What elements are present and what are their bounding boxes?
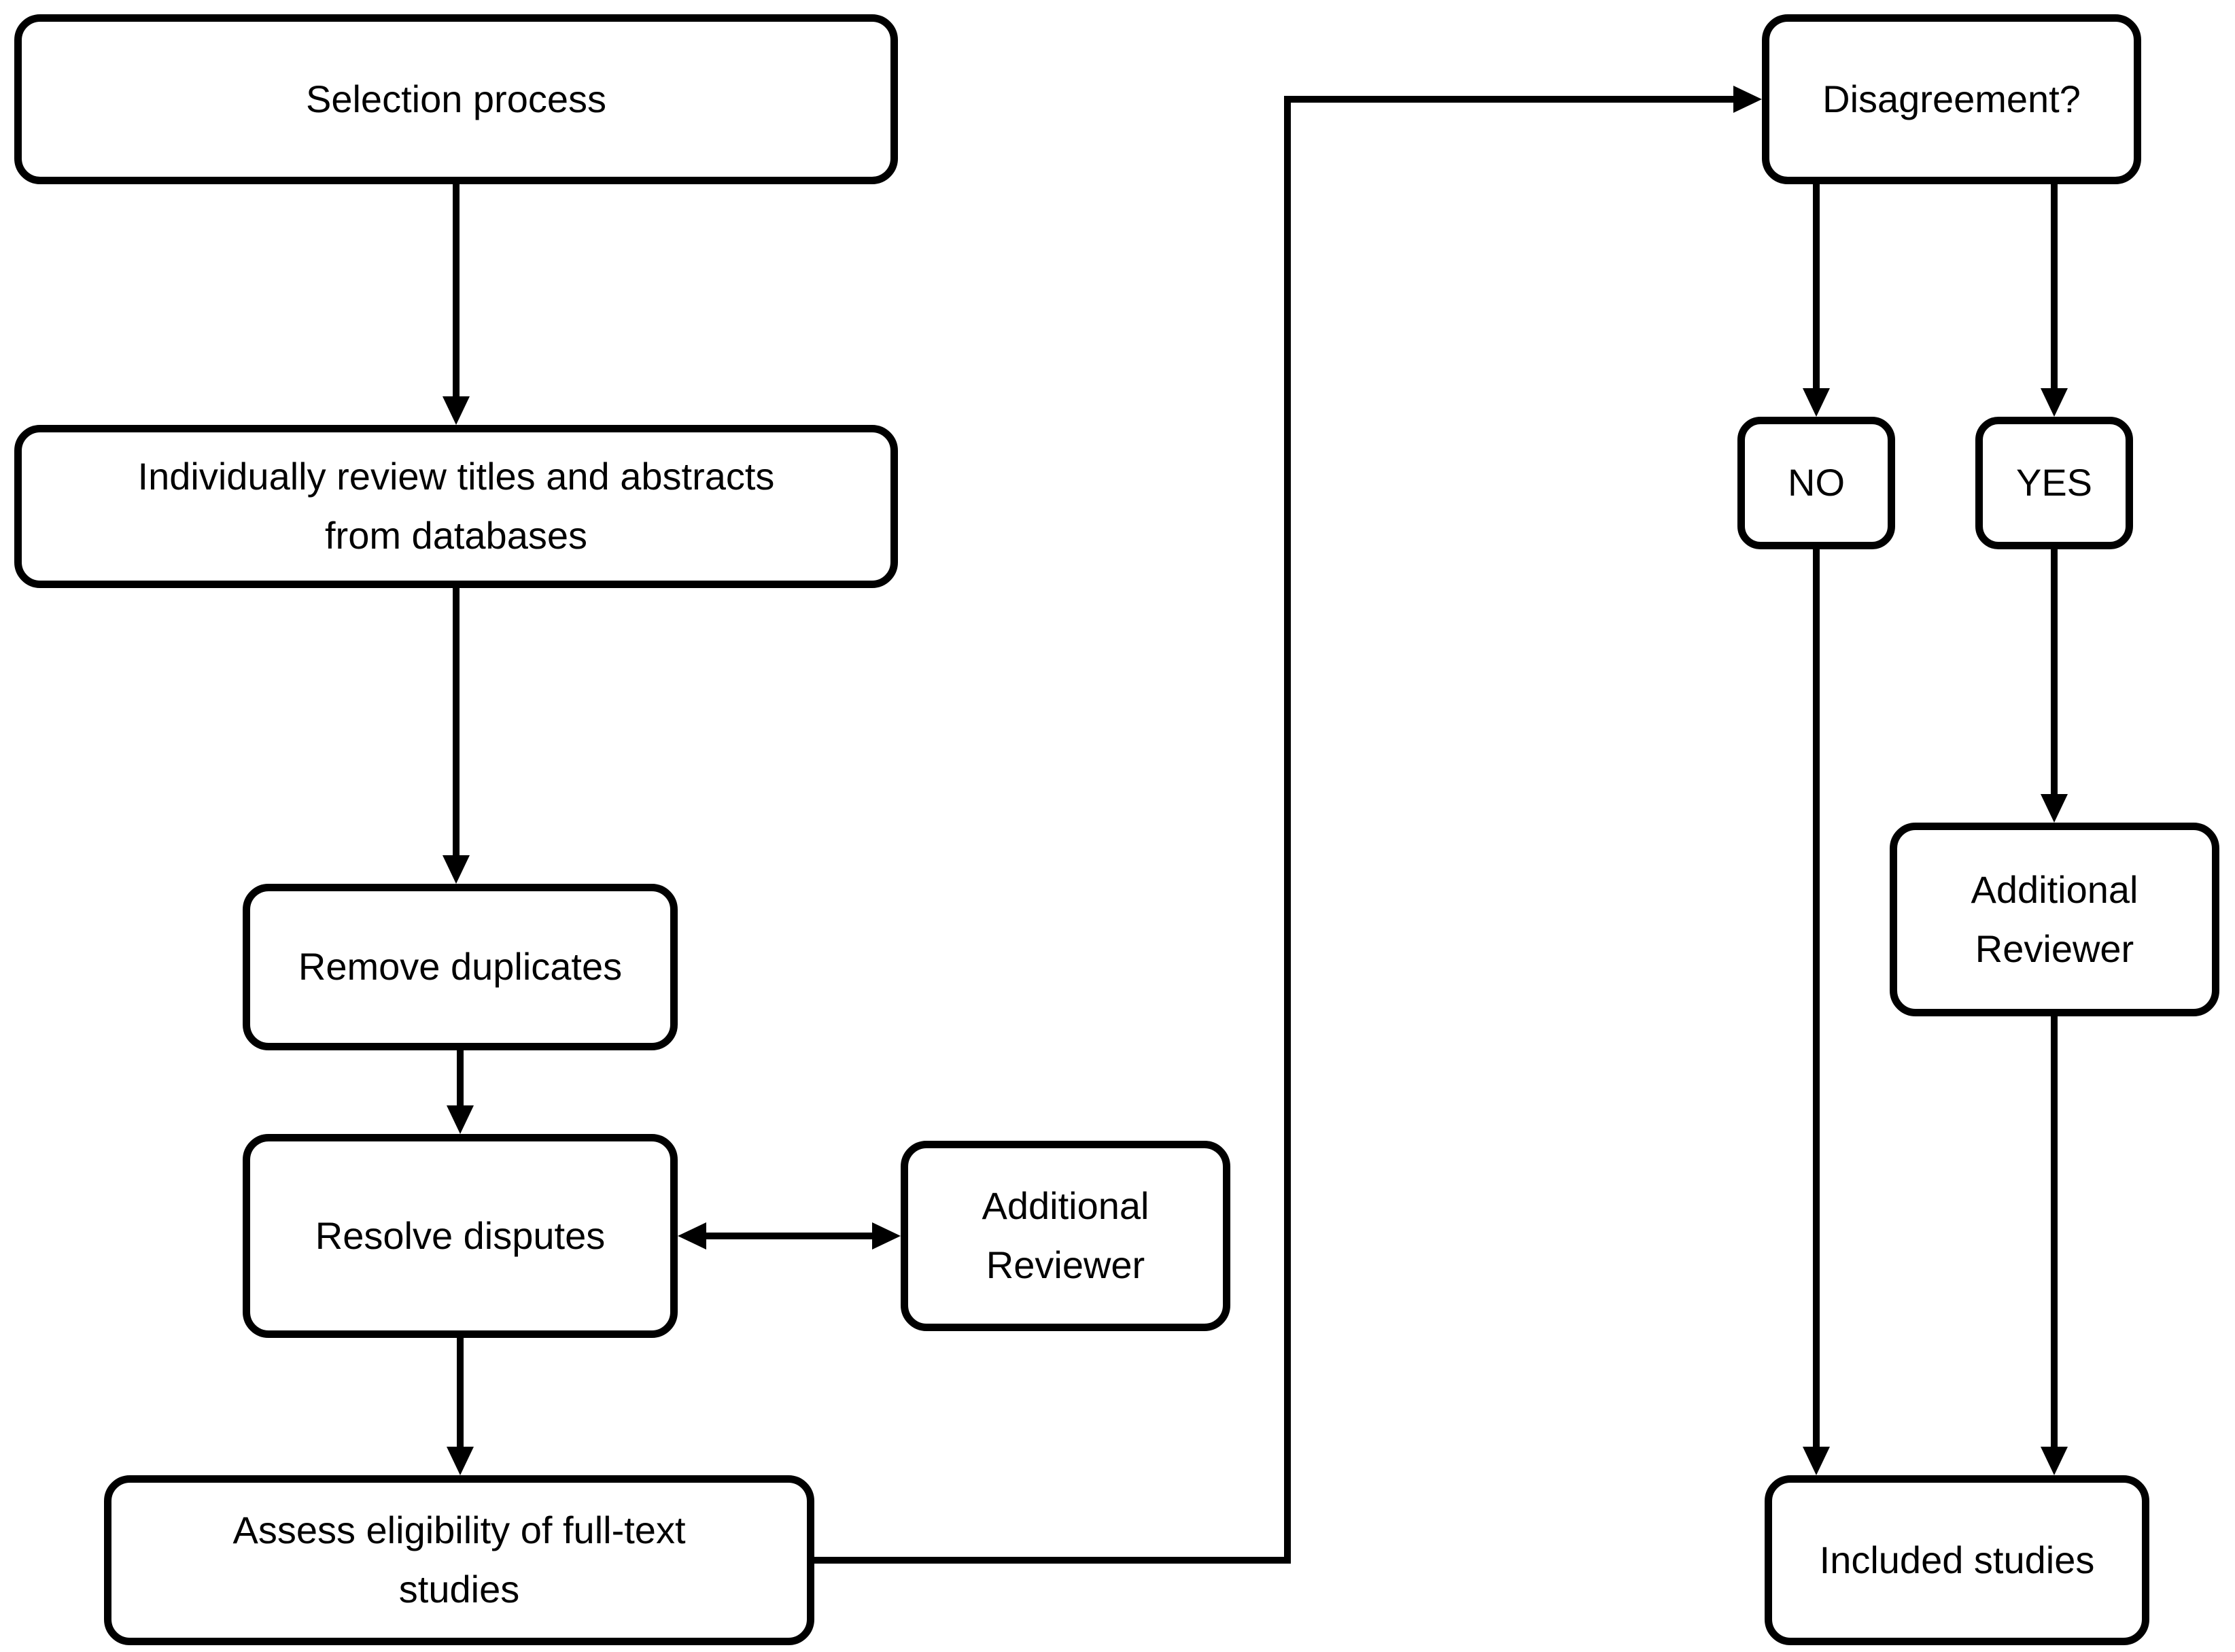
edge-resolve-disputes-additional-reviewer-double-arrow bbox=[678, 1222, 901, 1250]
node-selection-process: Selection process bbox=[14, 14, 898, 184]
node-additional-reviewer-left-line2: Reviewer bbox=[986, 1243, 1145, 1286]
node-assess-eligibility-line2: studies bbox=[398, 1568, 520, 1611]
node-assess-eligibility: Assess eligibility of full-text studies bbox=[104, 1475, 814, 1645]
edge-disagreement-to-yes bbox=[2041, 184, 2068, 417]
edge-resolve-disputes-to-assess-eligibility bbox=[447, 1338, 474, 1475]
edge-review-to-remove-duplicates bbox=[443, 588, 470, 884]
edge-assess-eligibility-to-disagreement bbox=[814, 86, 1762, 1564]
node-remove-duplicates-label: Remove duplicates bbox=[298, 945, 623, 988]
node-remove-duplicates: Remove duplicates bbox=[243, 884, 678, 1050]
edge-remove-duplicates-to-resolve-disputes bbox=[447, 1050, 474, 1134]
node-selection-process-label: Selection process bbox=[305, 77, 606, 120]
node-additional-reviewer-right-line1: Additional bbox=[1971, 867, 2138, 911]
node-additional-reviewer-right-line2: Reviewer bbox=[1975, 927, 2134, 970]
node-no: NO bbox=[1737, 417, 1895, 549]
edge-selection-to-review bbox=[443, 184, 470, 425]
node-review-titles-abstracts-line2: from databases bbox=[325, 514, 587, 557]
node-disagreement-label: Disagreement? bbox=[1822, 77, 2081, 120]
edge-yes-to-additional-reviewer bbox=[2041, 549, 2068, 823]
node-disagreement: Disagreement? bbox=[1762, 14, 2141, 184]
edge-disagreement-to-no bbox=[1803, 184, 1830, 417]
node-assess-eligibility-line1: Assess eligibility of full-text bbox=[232, 1509, 686, 1552]
node-included-studies: Included studies bbox=[1765, 1475, 2149, 1645]
edge-no-to-included-studies bbox=[1803, 549, 1830, 1475]
node-additional-reviewer-right: Additional Reviewer bbox=[1890, 823, 2219, 1016]
node-review-titles-abstracts: Individually review titles and abstracts… bbox=[14, 425, 898, 588]
node-yes-label: YES bbox=[2015, 461, 2093, 504]
node-additional-reviewer-left-line1: Additional bbox=[982, 1184, 1149, 1228]
node-included-studies-label: Included studies bbox=[1819, 1538, 2095, 1581]
node-no-label: NO bbox=[1788, 461, 1845, 504]
node-review-titles-abstracts-line1: Individually review titles and abstracts bbox=[137, 455, 775, 498]
node-additional-reviewer-left: Additional Reviewer bbox=[901, 1141, 1230, 1331]
node-resolve-disputes-label: Resolve disputes bbox=[315, 1214, 606, 1257]
edge-additional-reviewer-to-included-studies bbox=[2041, 1016, 2068, 1475]
node-resolve-disputes: Resolve disputes bbox=[243, 1134, 678, 1338]
node-yes: YES bbox=[1975, 417, 2133, 549]
